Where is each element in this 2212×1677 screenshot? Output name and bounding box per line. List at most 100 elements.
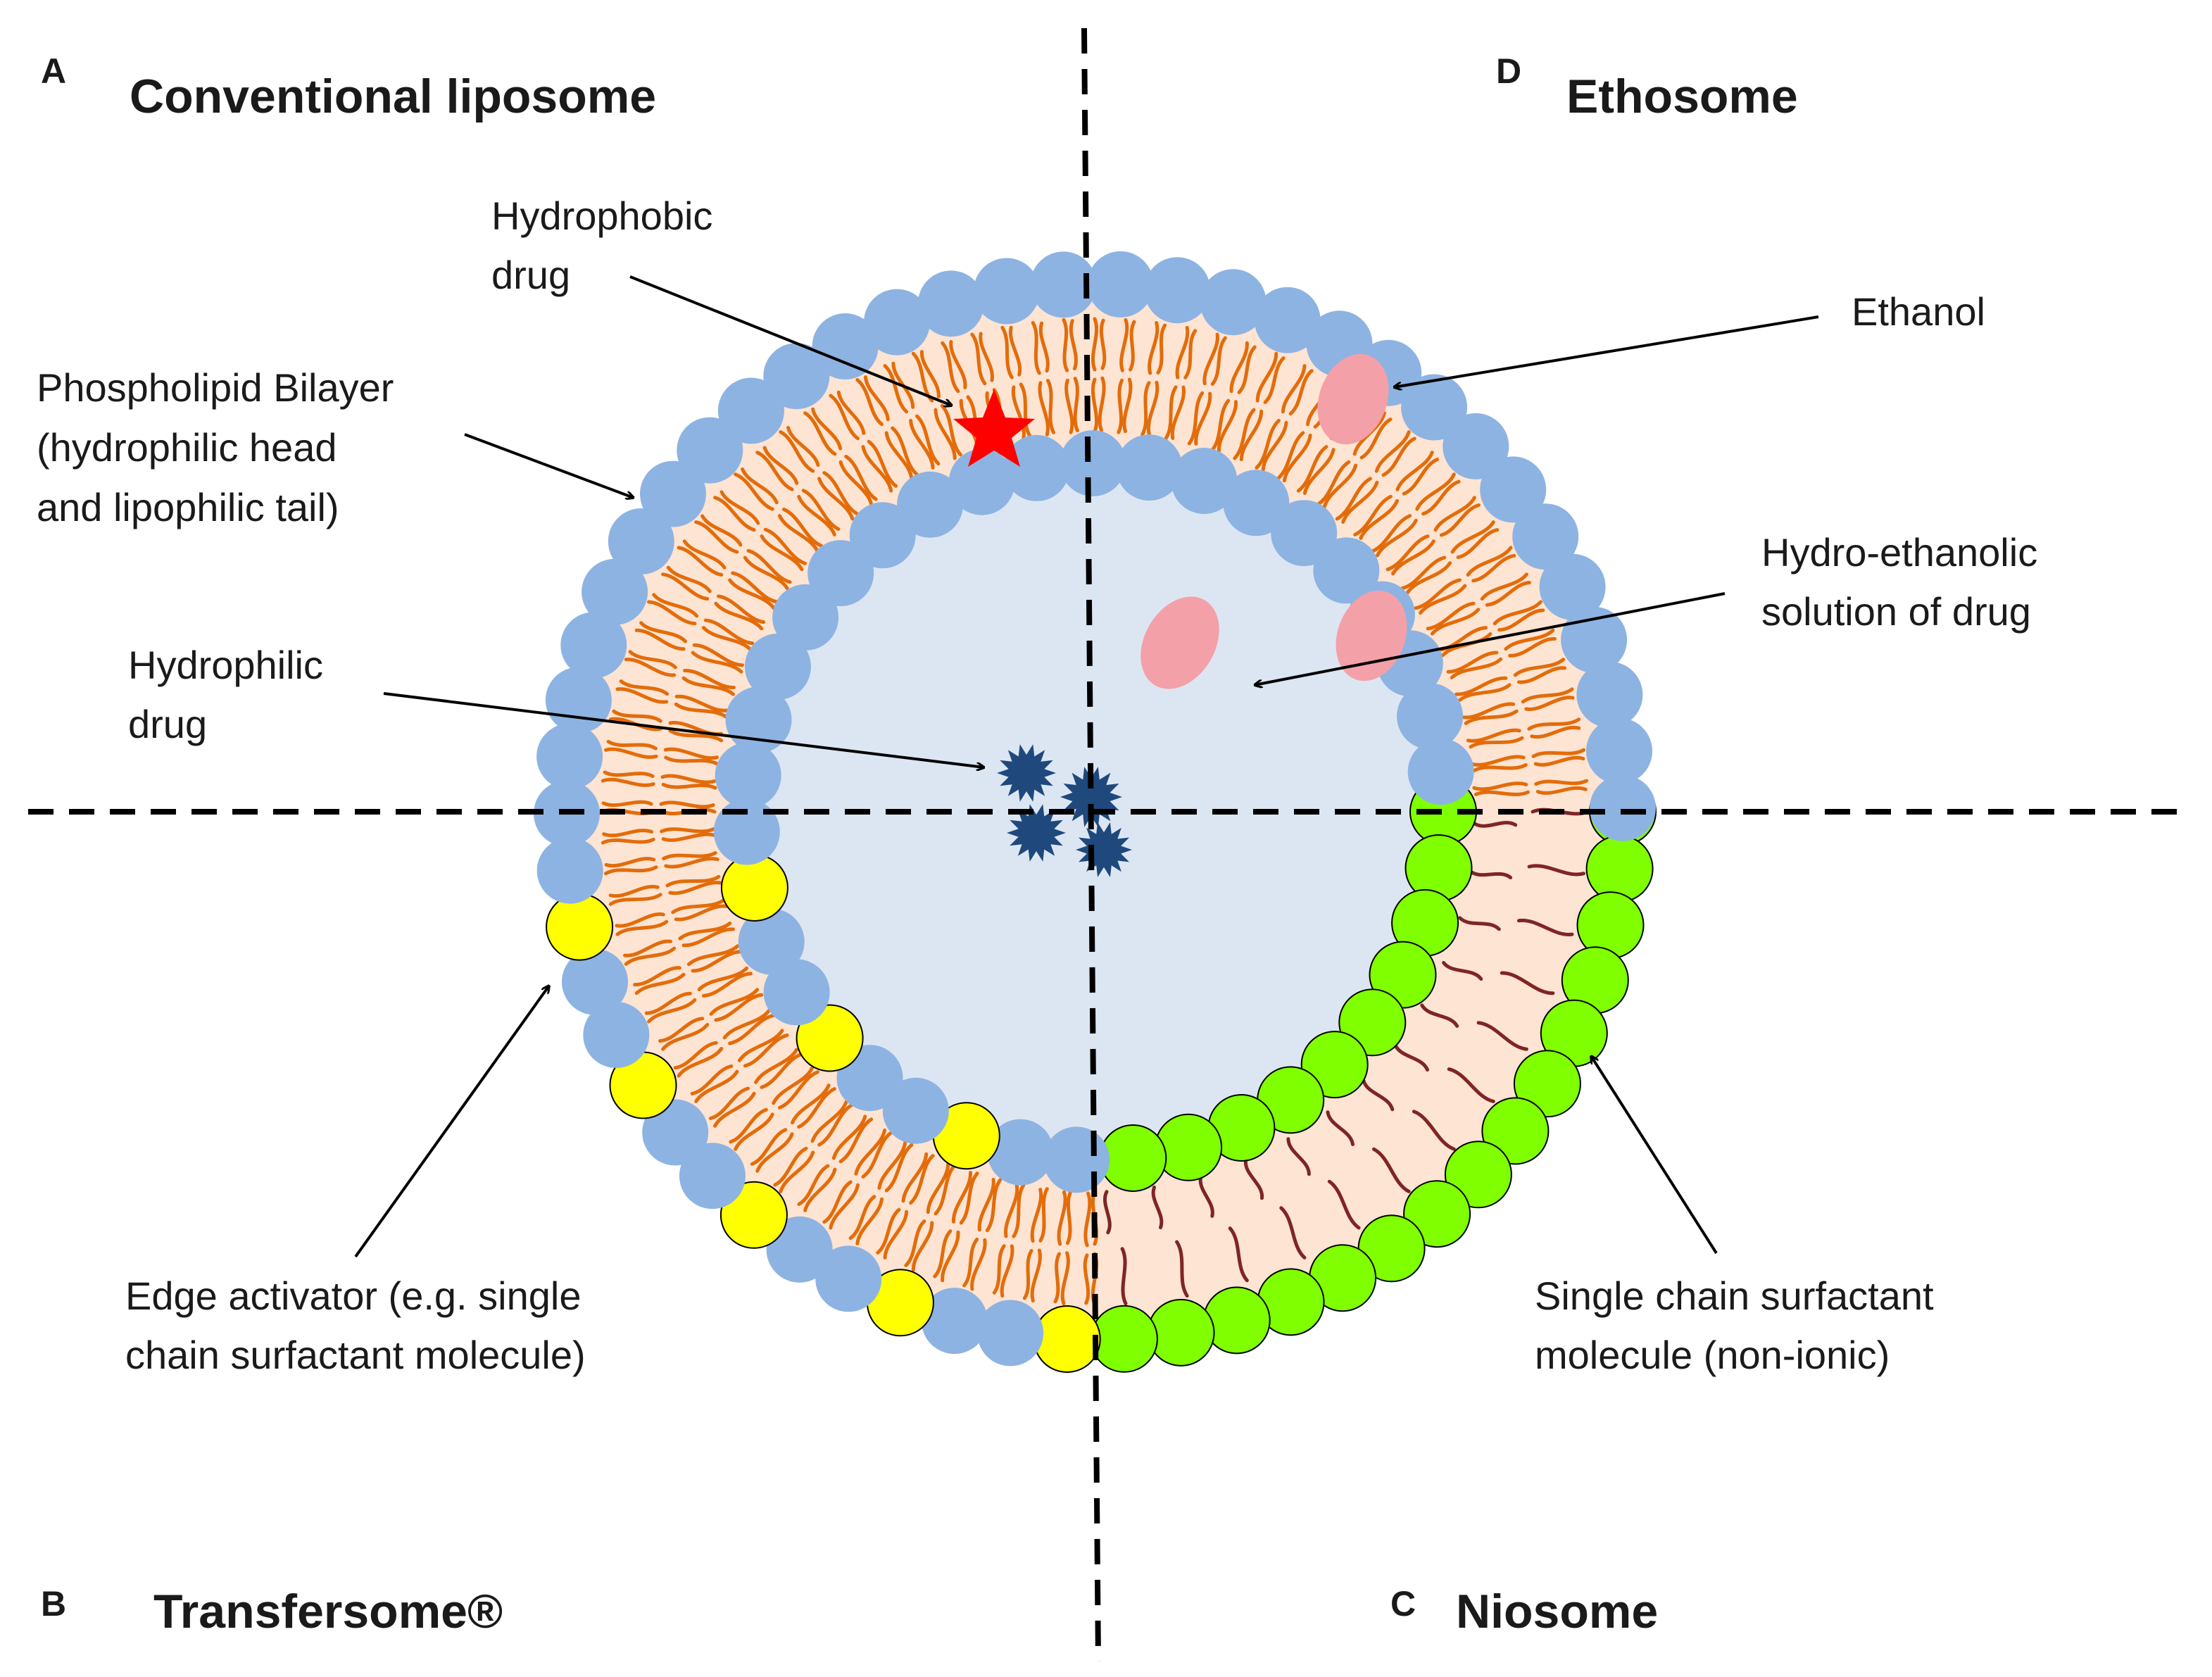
phospholipid-head xyxy=(763,343,830,410)
surfactant-tail xyxy=(1120,1247,1128,1306)
lipid-tail xyxy=(838,1117,874,1164)
surfactant-tail xyxy=(1458,916,1501,931)
edge-activator-head xyxy=(1033,1305,1101,1373)
surfactant-tail xyxy=(1102,1190,1112,1235)
phospholipid-head xyxy=(1087,251,1154,318)
lipid-tail xyxy=(781,508,823,548)
lipid-tail xyxy=(891,426,919,477)
lipid-tail xyxy=(1472,781,1528,791)
lipid-tail xyxy=(628,650,677,670)
phospholipid-head xyxy=(677,417,743,484)
lipid-tail xyxy=(728,578,776,610)
lipid-tail xyxy=(1471,553,1516,583)
quadrant-a-letter: A xyxy=(41,51,66,91)
lipid-tail xyxy=(608,884,660,898)
lipid-tail xyxy=(694,520,739,554)
hydrophobic-drug-arrow xyxy=(629,275,952,406)
lipid-tail xyxy=(1405,561,1452,595)
lipid-tail xyxy=(861,445,893,493)
lipid-tail xyxy=(1359,498,1399,540)
lipid-tail xyxy=(854,1129,887,1176)
lipid-tail xyxy=(674,702,729,720)
lipid-tail xyxy=(1419,584,1467,615)
single-chain-arrow xyxy=(1591,1056,1718,1255)
phospholipid-head xyxy=(1116,434,1183,501)
lipid-tail xyxy=(1064,378,1074,434)
lipid-tail xyxy=(1472,763,1528,772)
lipid-tail xyxy=(754,1048,798,1084)
lipid-tail xyxy=(1263,356,1286,404)
lipid-tail xyxy=(703,618,755,646)
lipid-tail xyxy=(940,403,962,457)
phospholipid-head xyxy=(738,908,805,975)
lipid-tail xyxy=(1202,332,1219,386)
lipid-tail xyxy=(1148,321,1160,375)
lipid-tail xyxy=(1140,381,1151,436)
lipid-tail xyxy=(678,922,732,941)
lipid-tail xyxy=(660,774,717,784)
lipid-tail xyxy=(1011,385,1026,441)
lipid-tail xyxy=(691,950,743,973)
lipid-tail xyxy=(1060,1251,1070,1306)
surfactant-tail xyxy=(1393,1043,1429,1072)
lipid-tail xyxy=(681,927,735,948)
phospholipid-head xyxy=(679,1143,746,1210)
phospholipid-head xyxy=(1003,434,1070,501)
hydrophilic-drug-label: Hydrophilic drug xyxy=(128,643,334,746)
lipid-tail xyxy=(624,658,677,677)
lipid-tail xyxy=(1210,398,1231,452)
lipid-tail xyxy=(951,1171,973,1224)
lipid-tail xyxy=(1470,755,1526,767)
hydro-ethanolic-label: Hydro-ethanolic solution of drug xyxy=(1761,530,2049,634)
lipid-tail xyxy=(713,1091,756,1128)
lipid-tail xyxy=(1119,318,1129,372)
lipid-tail xyxy=(1381,436,1416,477)
lipid-tails xyxy=(600,317,1590,1307)
phospholipid-head xyxy=(536,837,603,904)
lipid-tail xyxy=(734,472,774,511)
phospholipid-head xyxy=(1539,553,1606,620)
phospholipid-head xyxy=(1030,251,1097,318)
lipid-tail xyxy=(1261,420,1288,472)
phospholipid-head xyxy=(1060,430,1126,496)
phospholipid-head xyxy=(882,1077,949,1144)
lipid-tail xyxy=(977,1178,995,1232)
lipid-tail xyxy=(1046,379,1055,434)
phospholipid-head xyxy=(608,508,674,574)
lipid-tail xyxy=(1508,636,1557,658)
phospholipid-head xyxy=(560,612,627,679)
lipid-tail xyxy=(760,1052,804,1089)
lipid-tail xyxy=(634,628,686,651)
edge-activator-label: Edge activator (e.g. single chain surfac… xyxy=(125,1274,592,1377)
lipid-tail xyxy=(604,865,658,876)
lipid-tail xyxy=(855,378,884,427)
lipid-tail xyxy=(909,1154,935,1205)
quadrant-c-title: Niosome xyxy=(1456,1585,1658,1638)
lipid-tail xyxy=(1374,430,1411,473)
lipid-tail xyxy=(1239,409,1264,462)
phospholipid-head xyxy=(1254,287,1321,353)
phospholipid-head xyxy=(766,1216,833,1283)
lipid-tail xyxy=(664,755,719,766)
phospholipid-head xyxy=(744,633,811,700)
lipid-tail xyxy=(1008,325,1022,377)
lipid-tail xyxy=(1473,790,1530,796)
lipid-tail xyxy=(1391,539,1435,576)
phospholipid-head xyxy=(582,558,648,625)
lipid-tail xyxy=(668,729,724,743)
hydrophilic-drug-arrow xyxy=(383,692,984,767)
phospholipid-head xyxy=(583,1002,650,1068)
lipid-tail xyxy=(877,1141,907,1190)
lipid-tail xyxy=(777,514,819,553)
lipid-tail xyxy=(737,1029,784,1062)
lipid-tail xyxy=(909,418,935,470)
lipid-tail xyxy=(1038,321,1050,373)
lipid-tail xyxy=(1069,319,1078,371)
lipid-tail xyxy=(666,565,712,593)
surfactant-tail xyxy=(1151,1185,1164,1230)
lipid-tail xyxy=(817,477,855,521)
lipid-tail xyxy=(797,1164,830,1206)
lipid-tail xyxy=(1083,1253,1091,1305)
lipid-tail xyxy=(803,1167,837,1212)
lipid-tail xyxy=(1457,683,1512,702)
